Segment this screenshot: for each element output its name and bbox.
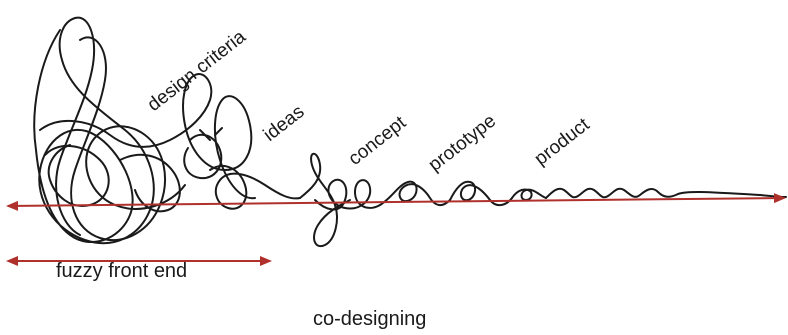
caption: co-designing: [313, 308, 427, 330]
process-axis-arrow: [6, 193, 786, 211]
design-process-scribble: [33, 16, 787, 248]
fuzzy-front-end-label: fuzzy front end: [56, 260, 188, 282]
